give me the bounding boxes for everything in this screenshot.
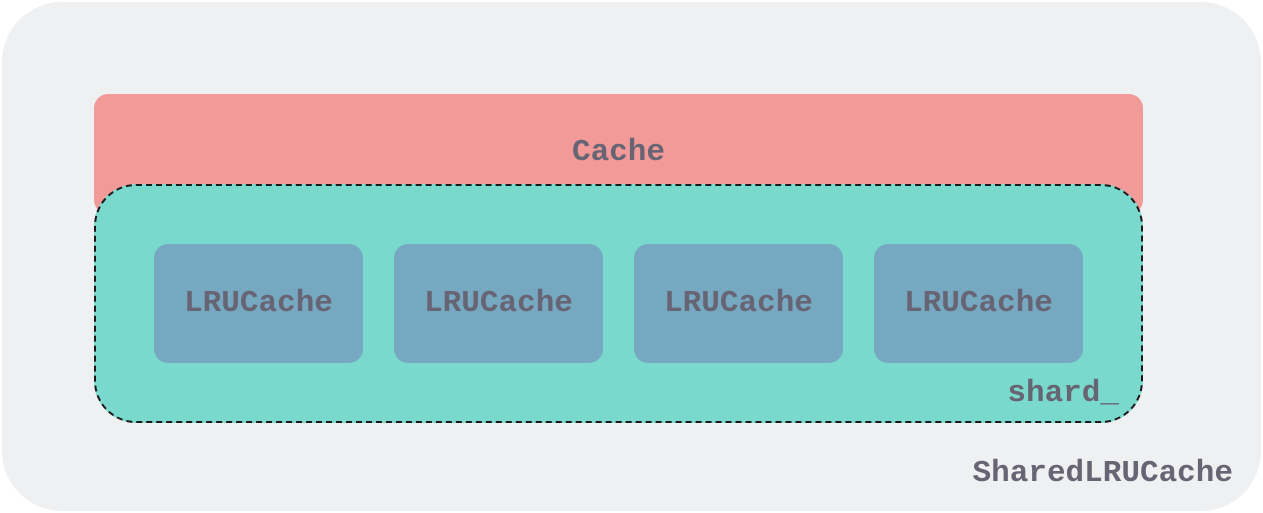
lru-cache-box-3: LRUCache — [634, 244, 843, 363]
shard-label: shard_ — [1007, 376, 1119, 411]
shard-container: LRUCache LRUCache LRUCache LRUCache shar… — [94, 184, 1143, 423]
cache-label: Cache — [571, 135, 665, 170]
lru-cache-box-2: LRUCache — [394, 244, 603, 363]
lru-cache-box-1: LRUCache — [154, 244, 363, 363]
lru-cache-label: LRUCache — [424, 286, 573, 321]
lru-cache-label: LRUCache — [184, 286, 333, 321]
shared-lru-cache-label: SharedLRUCache — [972, 456, 1233, 491]
lru-cache-box-4: LRUCache — [874, 244, 1083, 363]
lru-cache-label: LRUCache — [664, 286, 813, 321]
lru-cache-label: LRUCache — [904, 286, 1053, 321]
